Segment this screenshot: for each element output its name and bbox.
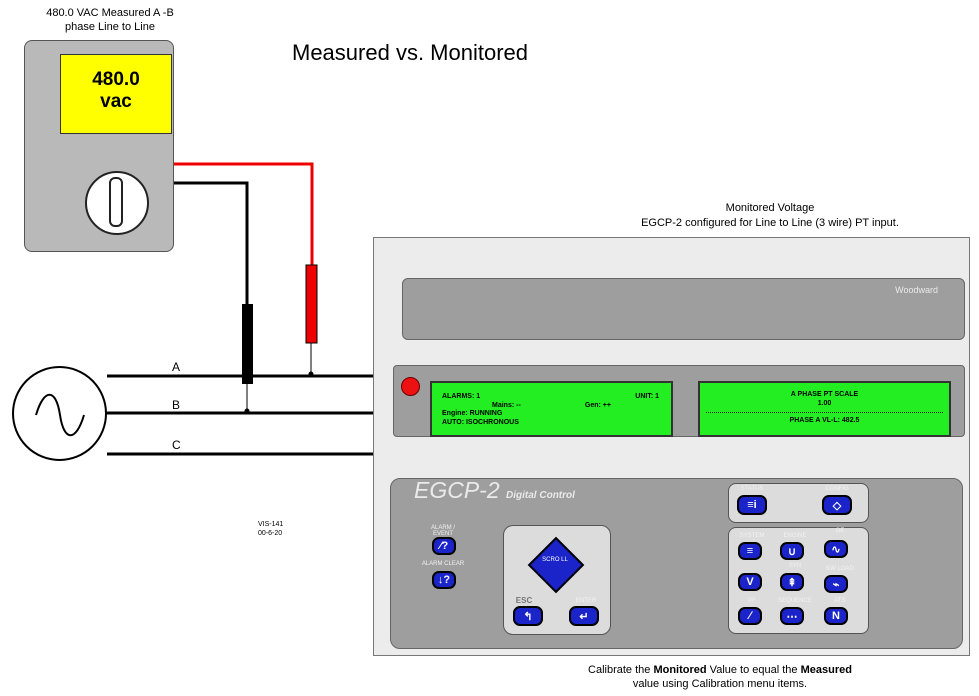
sine-wave-icon: [35, 394, 85, 436]
voltage-button[interactable]: V: [738, 573, 762, 591]
meter-caption-line2: phase Line to Line: [65, 21, 155, 33]
ge-button[interactable]: ∿: [824, 540, 848, 558]
pf-button[interactable]: ∕: [738, 607, 762, 625]
nameplate: Woodward: [402, 278, 965, 340]
egcp2-logo: EGCP-2 Digital Control: [414, 477, 575, 504]
engine-button[interactable]: ∪: [780, 542, 804, 560]
syn-button[interactable]: ⇞: [780, 573, 804, 591]
lcd-pt-scale-value: 1.00: [817, 399, 832, 407]
lcd-config-screen: A PHASE PT SCALE 1.00 PHASE A VL-L: 482.…: [698, 381, 951, 437]
engine-label: ENGINE: [783, 533, 807, 539]
esc-label: ESC: [515, 596, 533, 605]
kw-load-label: KW LOAD: [826, 566, 854, 572]
logo-text: EGCP-2: [414, 477, 500, 503]
lcd-mains: Mains: --: [492, 401, 521, 409]
meter-value: 480.0: [92, 69, 140, 90]
enter-label: ENTER: [575, 598, 597, 604]
meter-dial-icon: [85, 171, 149, 235]
note-text2: Value to equal the: [706, 664, 801, 676]
ats-label: ATS: [834, 598, 846, 604]
system-label: SYSTEM: [739, 533, 765, 539]
esc-button[interactable]: ↰: [513, 606, 543, 626]
calibration-note: Calibrate the Monitored Value to equal t…: [520, 663, 920, 691]
drawing-id-line2: 00-6-20: [258, 530, 283, 537]
enter-button[interactable]: ↵: [569, 606, 599, 626]
red-probe: [305, 264, 318, 344]
brand-label: Woodward: [895, 285, 938, 295]
lcd-pt-scale-title: A PHASE PT SCALE: [790, 391, 859, 398]
page-title: Measured vs. Monitored: [292, 40, 528, 65]
black-probe: [242, 304, 253, 384]
monitored-caption-line1: Monitored Voltage: [725, 202, 815, 214]
kw-load-button[interactable]: ⌁: [824, 575, 848, 593]
meter-unit: vac: [100, 91, 132, 112]
alarm-event-label: ALARM / EVENT: [430, 525, 455, 537]
monitored-caption: Monitored Voltage EGCP-2 configured for …: [560, 201, 979, 231]
dial-knob: [109, 177, 123, 227]
phase-b-label: B: [172, 398, 181, 412]
sequence-button[interactable]: ⋯: [780, 607, 804, 625]
lcd-auto: AUTO: ISOCHRONOUS: [442, 418, 519, 426]
system-button[interactable]: ≡: [738, 542, 762, 560]
syn-label: SYN: [788, 563, 802, 569]
generator-symbol: [12, 366, 107, 461]
note-bold1: Monitored: [653, 664, 707, 676]
phase-c-label: C: [172, 438, 181, 452]
config-button[interactable]: ◇: [822, 495, 852, 515]
logo-subtext: Digital Control: [506, 490, 575, 501]
status-button[interactable]: ≡i: [737, 495, 767, 515]
lcd-engine: Engine: RUNNING: [442, 410, 503, 417]
scroll-label: SCRO LL: [542, 557, 568, 563]
note-line2: value using Calibration menu items.: [632, 678, 808, 690]
red-probe-contact: [308, 371, 314, 377]
drawing-id-line1: VIS-141: [258, 521, 284, 528]
ats-button[interactable]: N: [824, 607, 848, 625]
multimeter: 480.0 vac: [24, 40, 174, 252]
pf-label: PF: [748, 598, 756, 604]
lcd-phase-a-voltage: PHASE A VL-L: 482.5: [789, 417, 860, 424]
alarm-clear-label: ALARM CLEAR: [421, 561, 465, 567]
black-lead-wire: [172, 181, 249, 304]
meter-caption: 480.0 VAC Measured A -B phase Line to Li…: [20, 6, 200, 34]
note-bold2: Measured: [800, 664, 852, 676]
meter-display: 480.0 vac: [60, 54, 172, 134]
lcd-separator: [706, 412, 943, 413]
status-label: STATUS: [740, 486, 764, 492]
drawing-id: VIS-141 00-6-20: [258, 520, 283, 538]
meter-caption-line1: 480.0 VAC Measured A -B: [46, 7, 174, 19]
lcd-alarms: ALARMS: 1: [442, 393, 481, 400]
ge-label: GE: [835, 528, 845, 534]
alarm-clear-button[interactable]: ↓?: [432, 571, 456, 589]
sequence-label: SEQUENCE: [778, 598, 812, 604]
black-probe-contact: [244, 408, 250, 414]
red-lead-wire: [172, 162, 314, 265]
lcd-unit: UNIT: 1: [635, 393, 659, 400]
monitored-caption-line2: EGCP-2 configured for Line to Line (3 wi…: [641, 217, 899, 229]
note-text1: Calibrate the: [588, 664, 654, 676]
config-label: CONFIG: [825, 486, 849, 492]
phase-a-label: A: [172, 360, 181, 374]
lcd-status-screen: ALARMS: 1 UNIT: 1 Mains: -- Gen: ++ Engine…: [430, 381, 673, 437]
lcd-gen: Gen: ++: [584, 401, 611, 409]
alarm-event-button[interactable]: ⁄?: [432, 537, 456, 555]
alarm-led: [401, 377, 420, 396]
